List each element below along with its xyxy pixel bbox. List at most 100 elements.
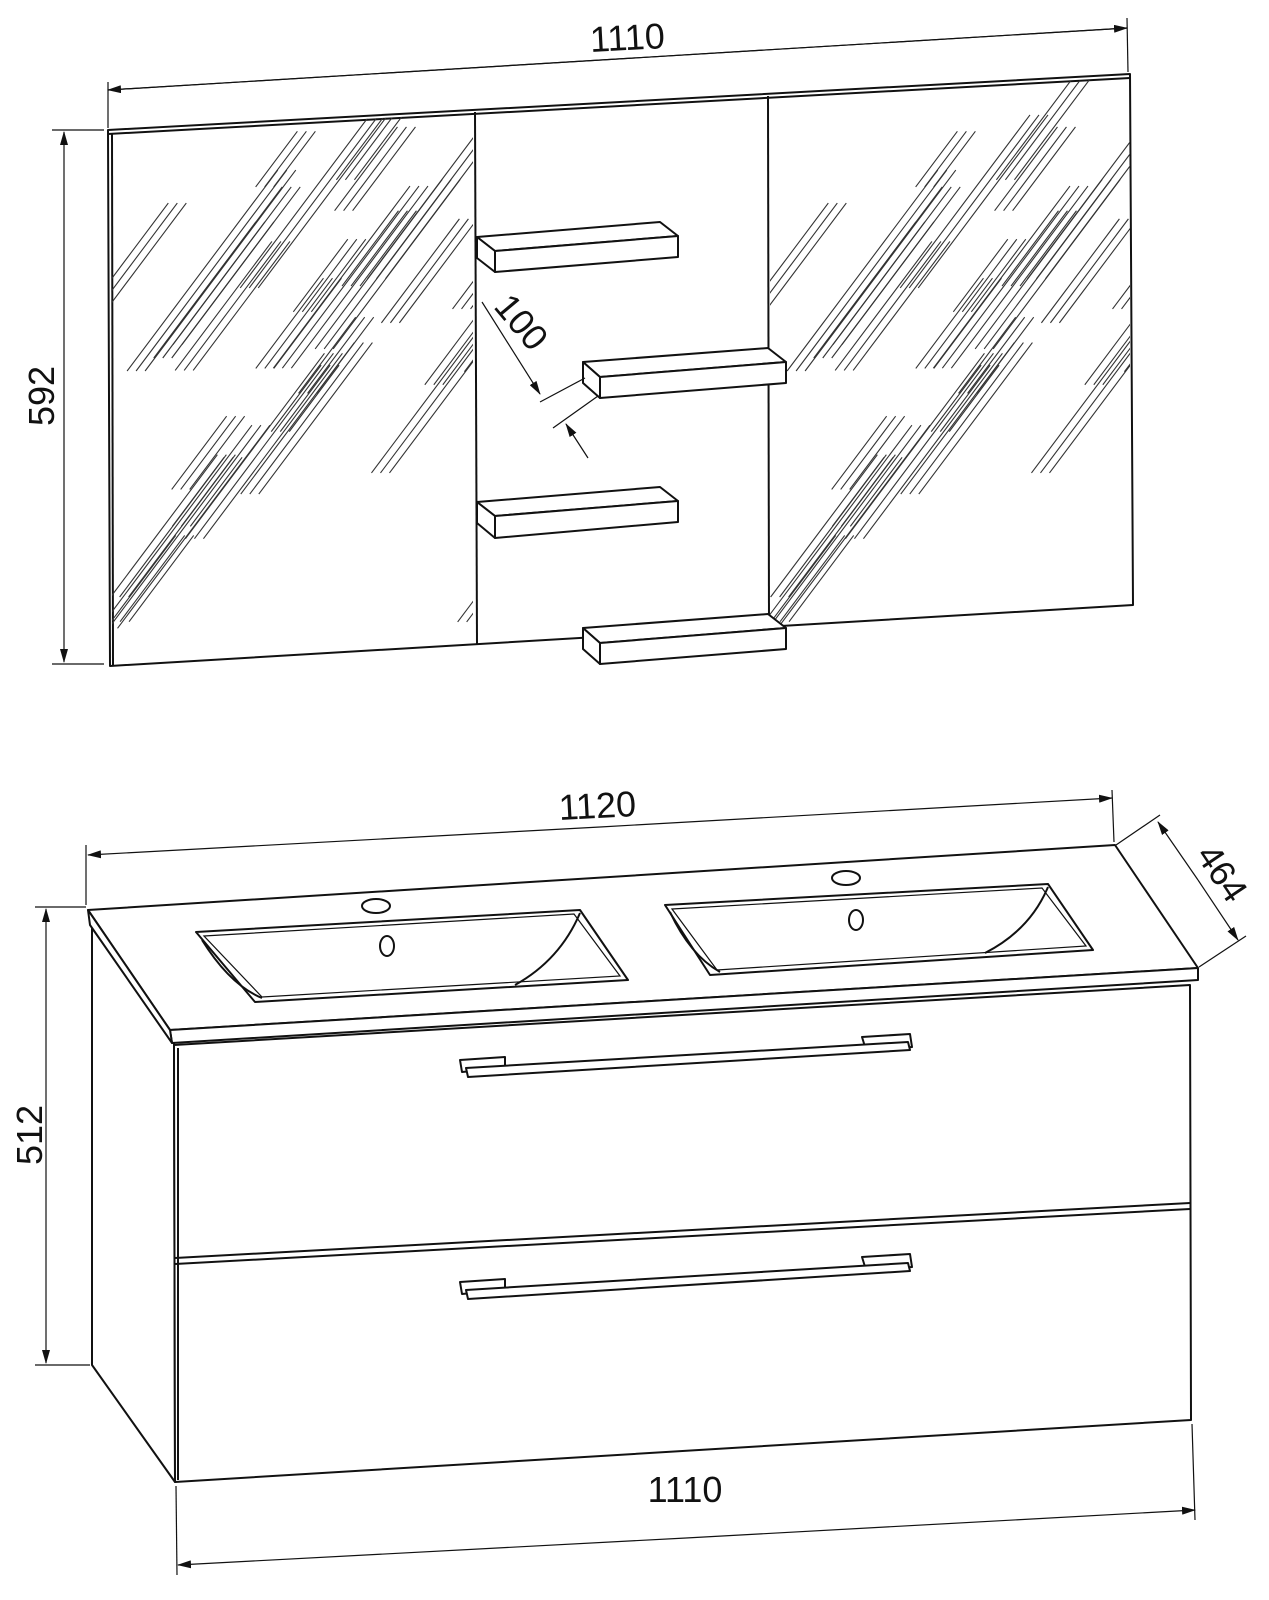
- mirror-reflection-line: [1133, 287, 1197, 372]
- vanity-unit: 1120 464 512 1110: [9, 783, 1256, 1576]
- dimension-shelf-spacing: 100: [481, 286, 599, 459]
- mirror-reflection-line: [1040, 335, 1130, 474]
- mirror-reflection-line: [255, 277, 324, 369]
- overflow-hole: [848, 909, 864, 931]
- mirror-reflection-line: [359, 210, 417, 287]
- mirror-reflection-line: [433, 298, 473, 386]
- mirror-reflection-line: [171, 415, 228, 490]
- shelf: [476, 221, 679, 273]
- dimension-height-mirror: 592: [21, 129, 104, 665]
- mirror-reflection-line: [1102, 298, 1130, 386]
- mirror-reflection-line: [831, 415, 888, 490]
- mirror-reflection-line: [840, 456, 894, 527]
- mirror-reflection-line: [1058, 218, 1130, 324]
- mirror-reflection-line: [389, 218, 469, 324]
- mirror-reflection-line: [257, 114, 389, 289]
- mirror-reflection-line: [144, 169, 297, 372]
- mirror-reflection-line: [181, 186, 301, 345]
- mirror-reflection-line: [770, 424, 913, 625]
- mirror-reflection-line: [119, 535, 186, 622]
- mirror-reflection-line: [908, 114, 1040, 289]
- mirror-reflection-line: [135, 169, 288, 372]
- mirror-reflection-line: [823, 186, 943, 345]
- mirror-reflection-line: [770, 535, 837, 622]
- mirror-cabinet-outline: [107, 73, 1134, 667]
- mirror-reflection-line: [1004, 78, 1102, 181]
- mirror-width-label: 1110: [589, 15, 666, 60]
- mirror-reflection-line: [163, 186, 283, 345]
- mirror-reflection-line: [1136, 436, 1269, 622]
- mirror-reflection-line: [307, 316, 366, 394]
- mirror-reflection-line: [1019, 210, 1077, 287]
- mirror-reflection-line: [844, 352, 985, 539]
- mirror-reflection-line: [112, 454, 218, 598]
- mirror-reflection-line: [1001, 210, 1059, 287]
- drawer-divider: [174, 1202, 1191, 1259]
- mirror-reflection-line: [970, 238, 1027, 313]
- dimension-body-width: 1110: [175, 1423, 1196, 1576]
- mirror-reflection-line: [264, 277, 333, 369]
- countertop-side: [87, 909, 173, 1044]
- left-basin: [195, 898, 629, 1003]
- mirror-reflection-line: [899, 114, 1031, 289]
- mirror-reflection-line: [371, 335, 473, 474]
- mirror-reflection-line: [389, 335, 473, 474]
- mirror-reflection-line: [948, 364, 1000, 432]
- vanity-body-width-label: 1110: [648, 1469, 723, 1510]
- mirror-reflection-line: [189, 415, 246, 490]
- shelf-spacing-label: 100: [487, 286, 557, 358]
- dimension-width-mirror: 1110: [107, 15, 1129, 128]
- tap-hole: [361, 898, 391, 914]
- mirror-reflection-line: [900, 342, 1015, 495]
- mirror-cabinet: 1110 592 100: [21, 15, 1269, 667]
- mirror-reflection-line: [958, 316, 1017, 394]
- mirror-reflection-line: [1142, 287, 1206, 372]
- mirror-reflection-line: [424, 298, 473, 386]
- mirror-reflection-line: [290, 185, 429, 369]
- mirror-reflection-line: [804, 169, 957, 372]
- mirror-reflection-line: [112, 202, 178, 309]
- mirror-reflection-line: [1049, 335, 1130, 474]
- mirror-reflection-line: [352, 126, 416, 212]
- mirror-reflection-line: [1117, 435, 1130, 623]
- mirror-reflection-line: [112, 202, 169, 309]
- drawer-handle: [459, 1033, 913, 1078]
- right-basin: [664, 870, 1094, 976]
- mirror-reflection-line: [853, 352, 994, 539]
- mirror-reflection-line: [126, 169, 279, 372]
- mirror-reflection-line: [112, 202, 187, 309]
- mirror-reflection-line: [310, 238, 367, 313]
- mirror-reflection-line: [961, 238, 1018, 313]
- mirror-reflection-line: [258, 342, 373, 495]
- mirror-reflection-line: [380, 335, 473, 474]
- mirror-reflection-line: [112, 535, 177, 622]
- mirror-reflection-line: [967, 316, 1026, 394]
- mirror-reflection-line: [849, 456, 903, 527]
- mirror-reflection-line: [1126, 435, 1130, 623]
- mirror-reflection-line: [174, 241, 273, 371]
- mirror-reflection-line: [915, 277, 984, 369]
- mirror-reflection-line: [1003, 126, 1067, 212]
- mirror-reflection-line: [1049, 218, 1129, 324]
- mirror-reflection-line: [1031, 335, 1130, 474]
- left-mirror-hatching: [112, 113, 473, 629]
- mirror-reflection-line: [249, 342, 364, 495]
- mirror-reflection-line: [385, 113, 473, 280]
- mirror-reflection-line: [202, 352, 343, 539]
- mirror-reflection-line: [1131, 191, 1220, 309]
- mirror-reflection-line: [452, 190, 473, 310]
- mirror-reflection-line: [770, 202, 829, 309]
- mirror-height-label: 592: [21, 366, 62, 426]
- mirror-reflection-line: [180, 415, 237, 490]
- mirror-reflection-line: [189, 456, 243, 527]
- tap-hole: [831, 870, 861, 886]
- mirror-reflection-line: [1027, 78, 1130, 280]
- left-door-edge: [474, 111, 478, 645]
- mirror-reflection-line: [1084, 298, 1130, 386]
- dimension-height-vanity: 512: [9, 906, 90, 1366]
- mirror-reflection-line: [192, 241, 291, 371]
- shelf: [582, 613, 787, 665]
- top-edge: [107, 77, 1131, 135]
- dimension-top-width: 1120: [85, 783, 1115, 905]
